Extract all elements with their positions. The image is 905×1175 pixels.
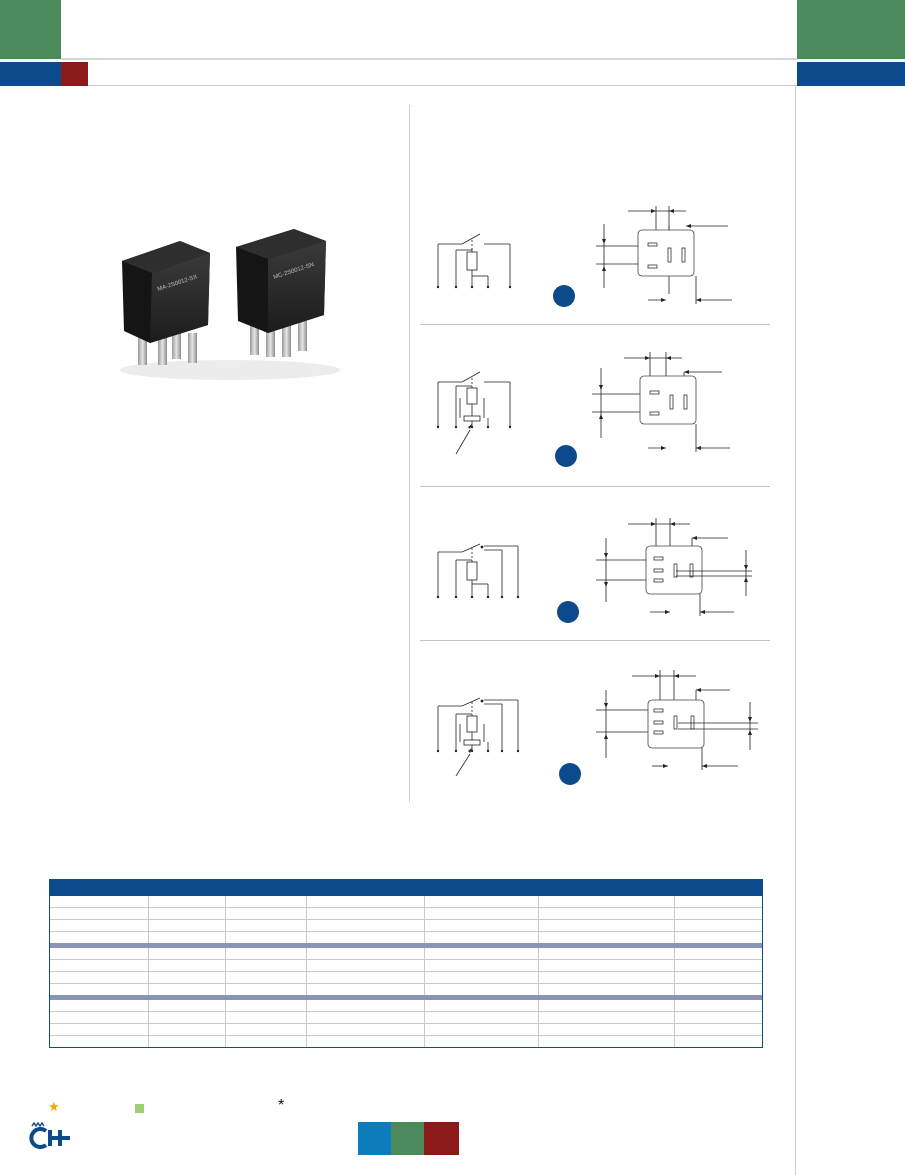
header-divider-top [61,58,797,60]
table-row [50,908,762,920]
table-group-2 [50,948,762,995]
header-green-tab-right [797,0,905,59]
table-row [50,920,762,932]
footprint-diagram-1 [596,206,732,304]
header-blue-bar-right [797,62,905,86]
table-row [50,972,762,984]
table-group-1 [50,896,762,943]
footprint-diagram-3 [596,518,752,616]
column-divider [409,105,410,802]
header-green-tab-left [0,0,61,59]
table-group-separator [50,943,762,948]
section-marker-2 [555,445,577,467]
table-row [50,960,762,972]
wiring-schematic-2 [436,371,512,455]
table-row [50,1012,762,1024]
relay-product-photo: MA-2S0012-SX MC-2S0012-SN [120,229,340,380]
header-blue-bar-left [0,62,61,86]
table-row [50,984,762,995]
table-group-3 [50,1000,762,1047]
footer-block-red [424,1122,459,1155]
footprint-diagram-4 [596,670,758,770]
section-marker-1 [553,285,575,307]
ch-logo-icon [29,1122,70,1149]
wiring-schematic-3 [436,543,520,599]
section-marker-3 [557,601,579,623]
table-header [50,879,762,896]
section-divider-2 [420,486,770,487]
section-divider-1 [420,324,770,325]
table-row [50,932,762,943]
footer-block-blue [358,1122,391,1155]
section-divider-3 [420,640,770,641]
specification-table [49,879,763,1048]
asterisk-note-marker: * [278,1097,285,1114]
star-icon: ★ [48,1099,60,1114]
header-divider-bottom [88,85,797,86]
table-row [50,1000,762,1012]
table-row [50,948,762,960]
table-row [50,1024,762,1036]
table-group-separator [50,995,762,1000]
footer-block-green [391,1122,424,1155]
table-row [50,1036,762,1047]
green-square-icon [135,1104,144,1113]
footprint-diagram-2 [592,352,730,452]
right-margin-rule [795,86,796,1175]
section-marker-4 [559,763,581,785]
wiring-schematic-1 [436,233,512,289]
table-row [50,896,762,908]
header-red-block [61,62,88,86]
wiring-schematic-4 [436,697,520,777]
